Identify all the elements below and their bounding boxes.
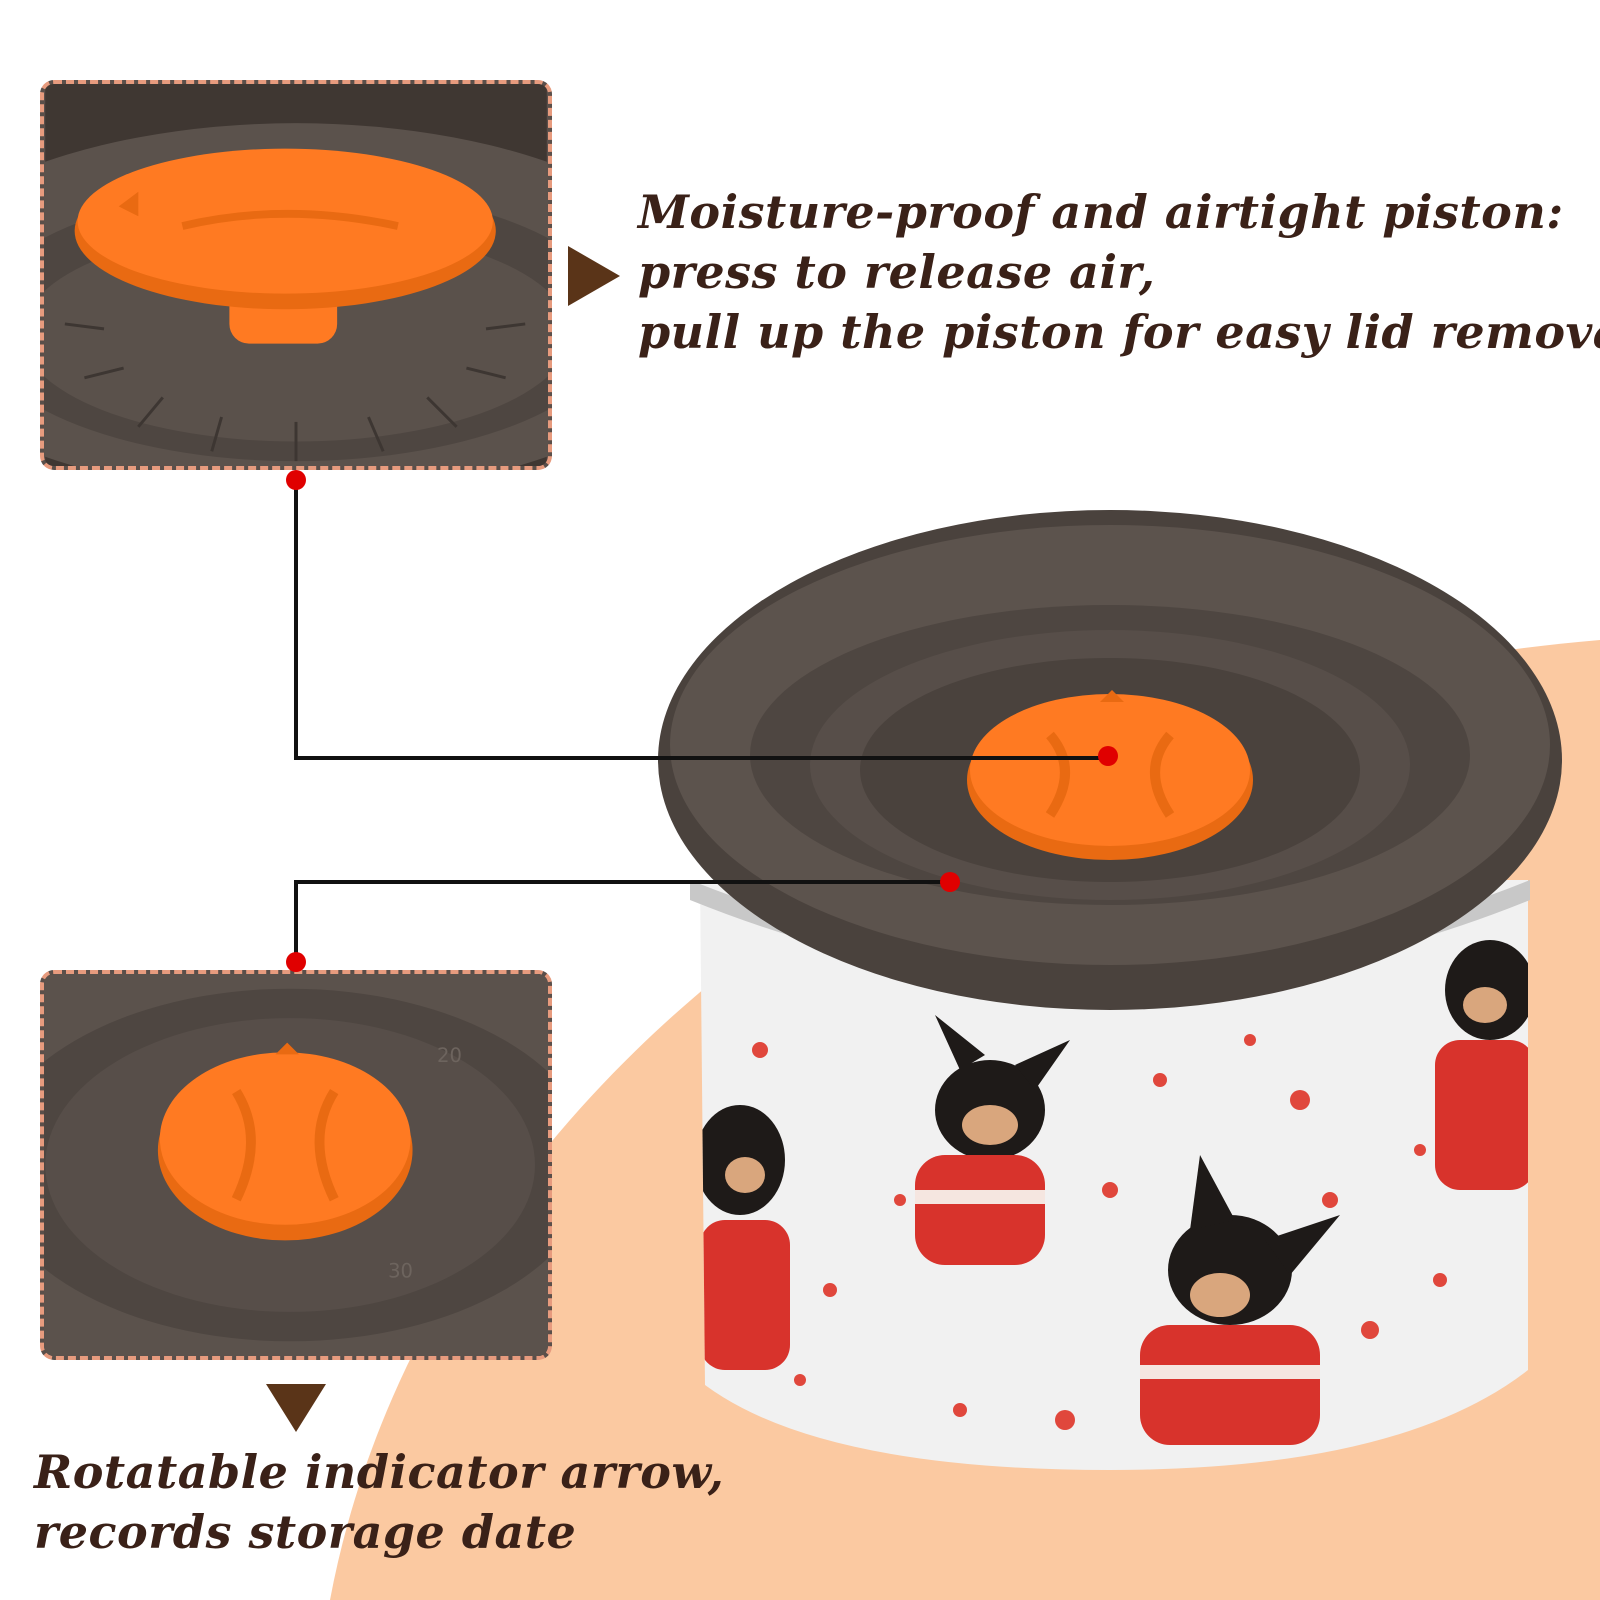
- indicator-feature-text: Rotatable indicator arrow, records stora…: [34, 1442, 734, 1562]
- indicator-closeup-inset: 20 30: [40, 970, 552, 1360]
- piston-feature-line-1: Moisture-proof and airtight piston:: [638, 185, 1564, 239]
- indicator-feature-line-1: Rotatable indicator arrow,: [34, 1445, 725, 1499]
- indicator-closeup-image: 20 30: [44, 974, 548, 1356]
- svg-text:30: 30: [388, 1260, 413, 1283]
- piston-feature-text: Moisture-proof and airtight piston: pres…: [638, 182, 1600, 362]
- triangle-down-icon: [266, 1384, 326, 1432]
- triangle-right-icon: [568, 246, 620, 306]
- indicator-feature-line-2: records storage date: [34, 1505, 577, 1559]
- svg-text:20: 20: [437, 1044, 462, 1067]
- piston-feature-line-2: press to release air,: [638, 245, 1156, 299]
- piston-closeup-image: [44, 84, 548, 466]
- piston-closeup-inset: [40, 80, 552, 470]
- piston-feature-line-3: pull up the piston for easy lid removal: [638, 305, 1600, 359]
